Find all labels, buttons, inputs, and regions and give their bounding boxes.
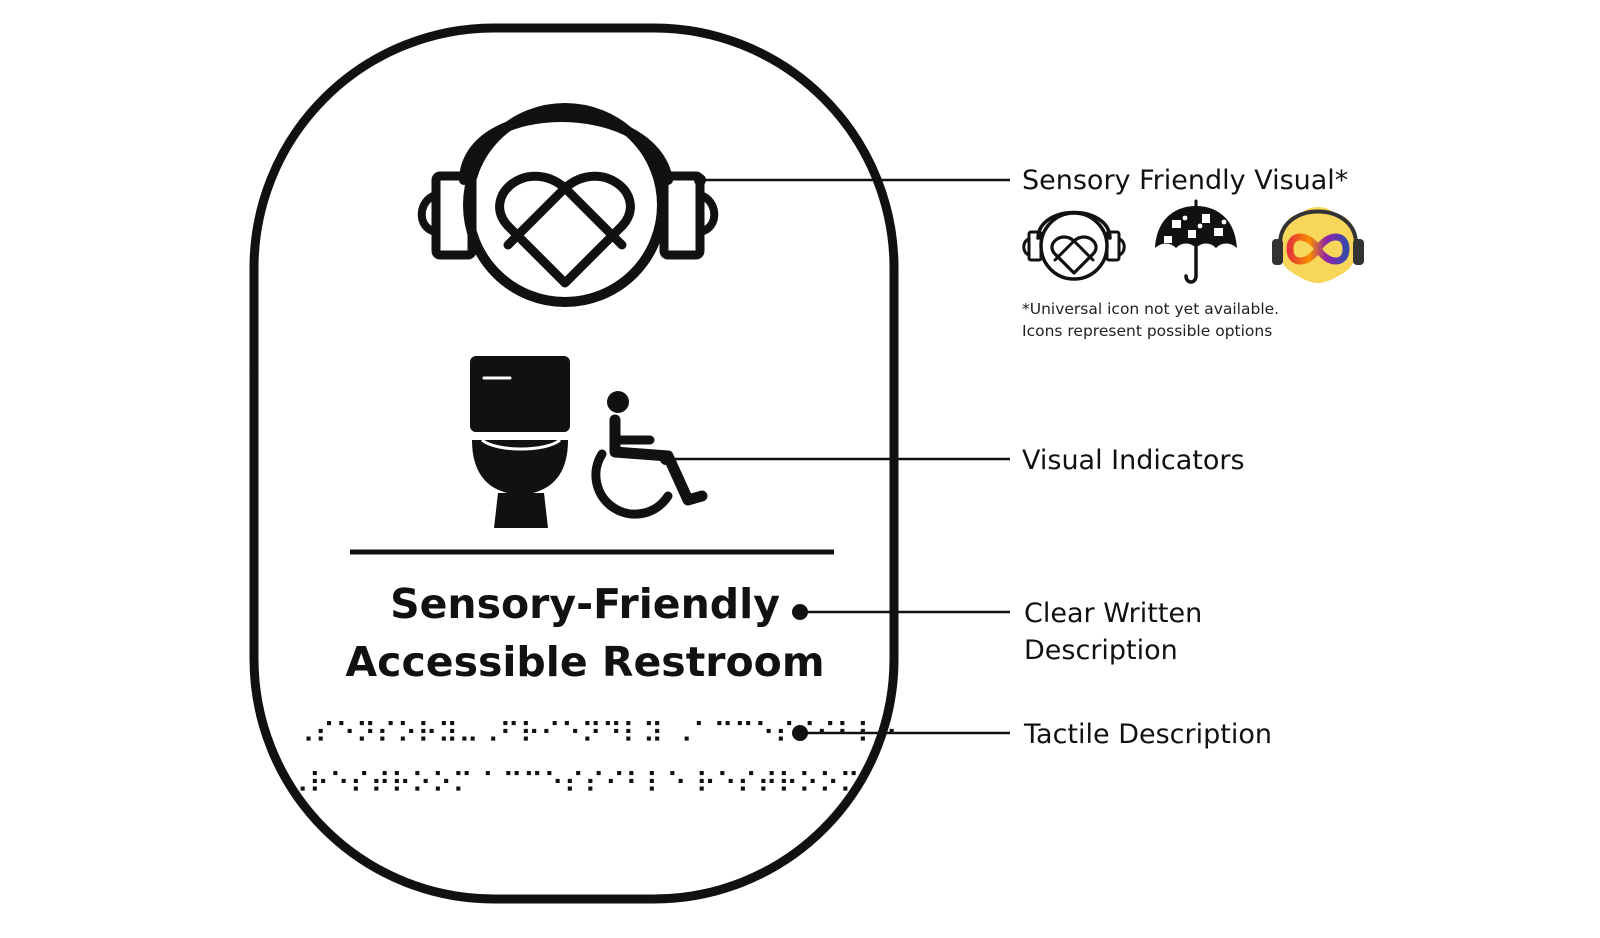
callout-tactile: Tactile Description xyxy=(1023,719,1272,750)
sign-title-line-1: Sensory-Friendly xyxy=(390,580,780,628)
sign-outline xyxy=(249,23,899,904)
callout-leader-sensory-visual xyxy=(694,174,1010,186)
callout-leader-visual-indicators xyxy=(660,453,1010,465)
footnote-line-1: *Universal icon not yet available. xyxy=(1022,300,1279,318)
toilet-icon xyxy=(470,356,570,528)
wheelchair-icon xyxy=(591,391,708,519)
callout-visual-indicators: Visual Indicators xyxy=(1022,445,1245,476)
headphones-heart-icon xyxy=(417,103,719,307)
callout-leader-written xyxy=(792,604,1010,620)
braille-line-2: ⠠⠗⠑⠎⠞⠗⠕⠕⠍ ⠁⠉⠉⠑⠎⠎⠊⠃⠇⠑ ⠗⠑⠎⠞⠗⠕⠕⠍ xyxy=(288,767,860,800)
callout-sensory-visual: Sensory Friendly Visual* xyxy=(1022,165,1348,196)
sign-title-line-2: Accessible Restroom xyxy=(345,638,824,686)
callout-leader-tactile xyxy=(792,725,1010,741)
footnote-line-2: Icons represent possible options xyxy=(1022,322,1272,340)
callout-written-line-1: Clear Written xyxy=(1024,598,1202,629)
callout-written-line-2: Description xyxy=(1024,635,1178,666)
rainbow-infinity-headphones-icon xyxy=(1272,207,1364,283)
headphones-heart-icon xyxy=(1022,210,1126,281)
puzzle-umbrella-icon xyxy=(1155,199,1237,284)
